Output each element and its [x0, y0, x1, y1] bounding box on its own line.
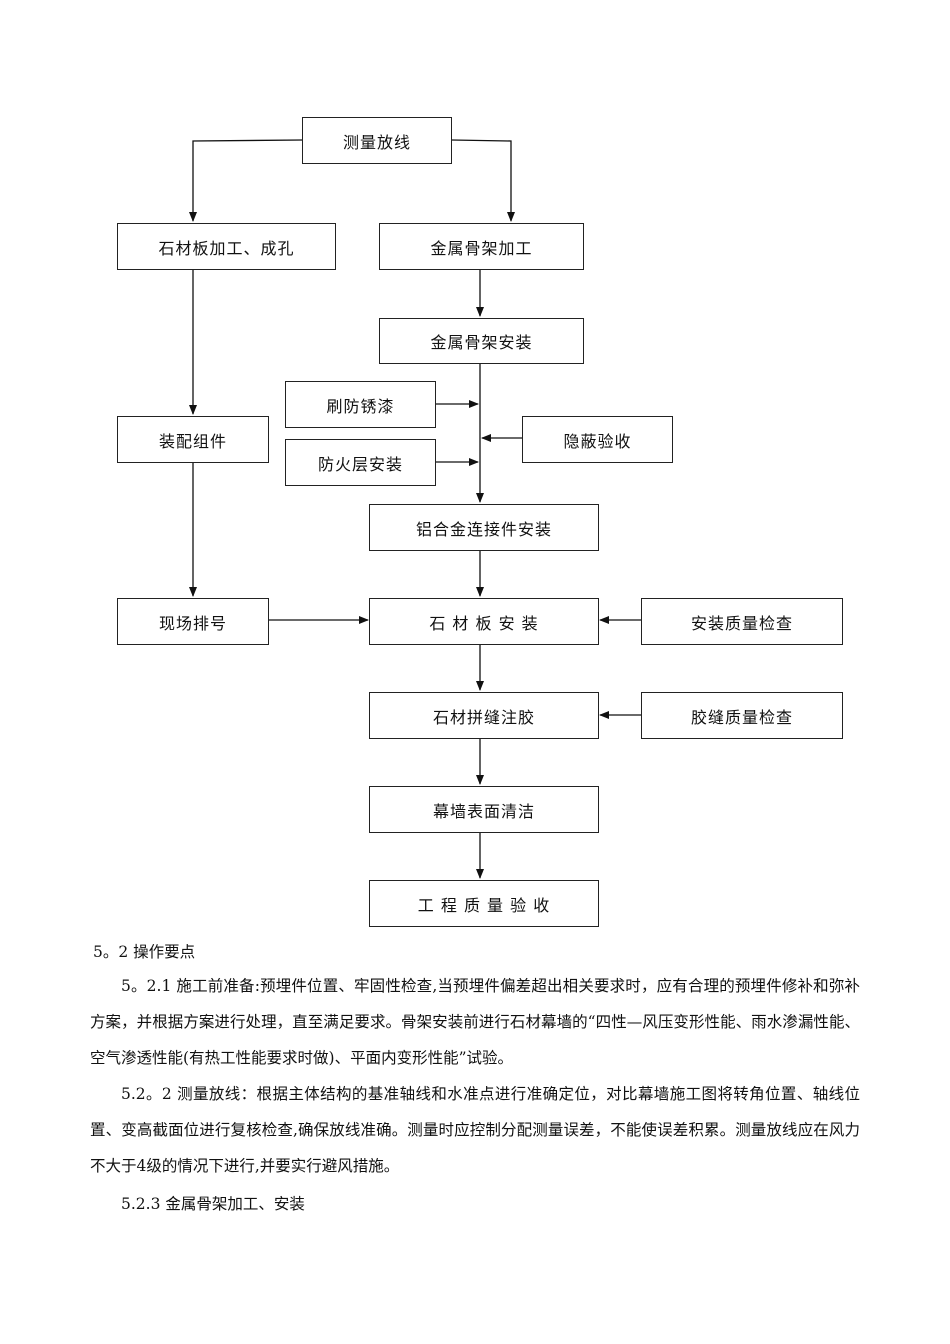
step-fire-layer: 防火层安装	[285, 439, 436, 486]
step-accept: 工 程 质 量 验 收	[369, 880, 599, 927]
step-metal-process: 金属骨架加工	[379, 223, 584, 270]
arrow-measure-to-metal	[451, 139, 515, 222]
step-measure: 测量放线	[302, 117, 452, 164]
step-site-number: 现场排号	[117, 598, 269, 645]
paragraph-measure: 5.2。2 测量放线：根据主体结构的基准轴线和水准点进行准确定位，对比幕墙施工图…	[90, 1085, 860, 1175]
step-joint-glue: 石材拼缝注胶	[369, 692, 599, 739]
flowchart-connectors	[189, 139, 641, 879]
paragraph-preparation: 5。2.1 施工前准备:预埋件位置、牢固性检查,当预埋件偏差超出相关要求时，应有…	[90, 977, 860, 1067]
paragraph-metal-frame: 5.2.3 金属骨架加工、安装	[121, 1195, 305, 1213]
step-rust-paint: 刷防锈漆	[285, 381, 436, 428]
step-install-check: 安装质量检查	[641, 598, 843, 645]
step-assemble: 装配组件	[117, 416, 269, 463]
step-hidden-accept: 隐蔽验收	[522, 416, 673, 463]
step-glue-check: 胶缝质量检查	[641, 692, 843, 739]
step-clean: 幕墙表面清洁	[369, 786, 599, 833]
step-al-connector: 铝合金连接件安装	[369, 504, 599, 551]
arrow-measure-to-stone	[189, 139, 303, 222]
section-heading: 5。2 操作要点	[93, 943, 196, 961]
step-metal-install: 金属骨架安装	[379, 318, 584, 364]
step-stone-process: 石材板加工、成孔	[117, 223, 336, 270]
step-stone-install: 石 材 板 安 装	[369, 598, 599, 645]
